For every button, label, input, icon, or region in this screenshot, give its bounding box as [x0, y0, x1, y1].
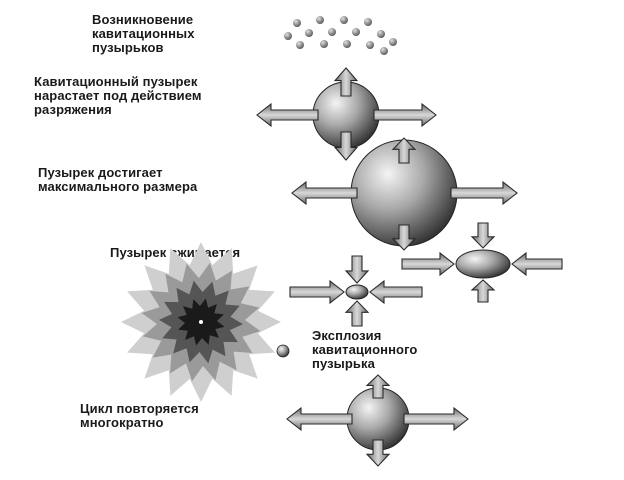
label-explosion: Эксплозия кавитационного пузырька [312, 328, 418, 371]
pressure-arrows [256, 67, 563, 467]
arrow-repeat-down [365, 439, 391, 467]
bubble-compressing-small [345, 284, 369, 300]
arrow-max-down [391, 224, 417, 251]
arrow-compress-small-down [344, 255, 370, 284]
arrow-compress-medium-right [401, 251, 455, 277]
label-growth: Кавитационный пузырек нарастает под дейс… [34, 74, 202, 117]
arrow-repeat-up [365, 374, 391, 399]
label-formation: Возникновение кавитационных пузырьков [92, 12, 195, 55]
arrow-growth-up [333, 67, 359, 97]
arrow-growth-right [373, 102, 437, 128]
arrow-max-up [391, 137, 417, 164]
arrow-compress-medium-down [470, 222, 496, 249]
arrow-growth-down [333, 131, 359, 161]
arrow-compress-small-up [344, 300, 370, 327]
arrow-max-left [291, 180, 358, 206]
arrow-compress-small-left [369, 279, 423, 305]
arrow-growth-left [256, 102, 319, 128]
label-repeat: Цикл повторяется многократно [80, 401, 199, 430]
arrow-compress-small-right [289, 279, 345, 305]
explosion-burst [121, 242, 281, 402]
arrow-compress-medium-up [470, 279, 496, 303]
bubble-compressing-medium [455, 249, 511, 279]
arrow-repeat-right [403, 406, 469, 432]
label-max-size: Пузырек достигает максимального размера [38, 165, 198, 194]
arrow-max-right [450, 180, 518, 206]
arrow-compress-medium-left [511, 251, 563, 277]
bubble-remnant [276, 344, 290, 358]
arrow-repeat-left [286, 406, 353, 432]
nucleation-bubbles [284, 16, 397, 55]
